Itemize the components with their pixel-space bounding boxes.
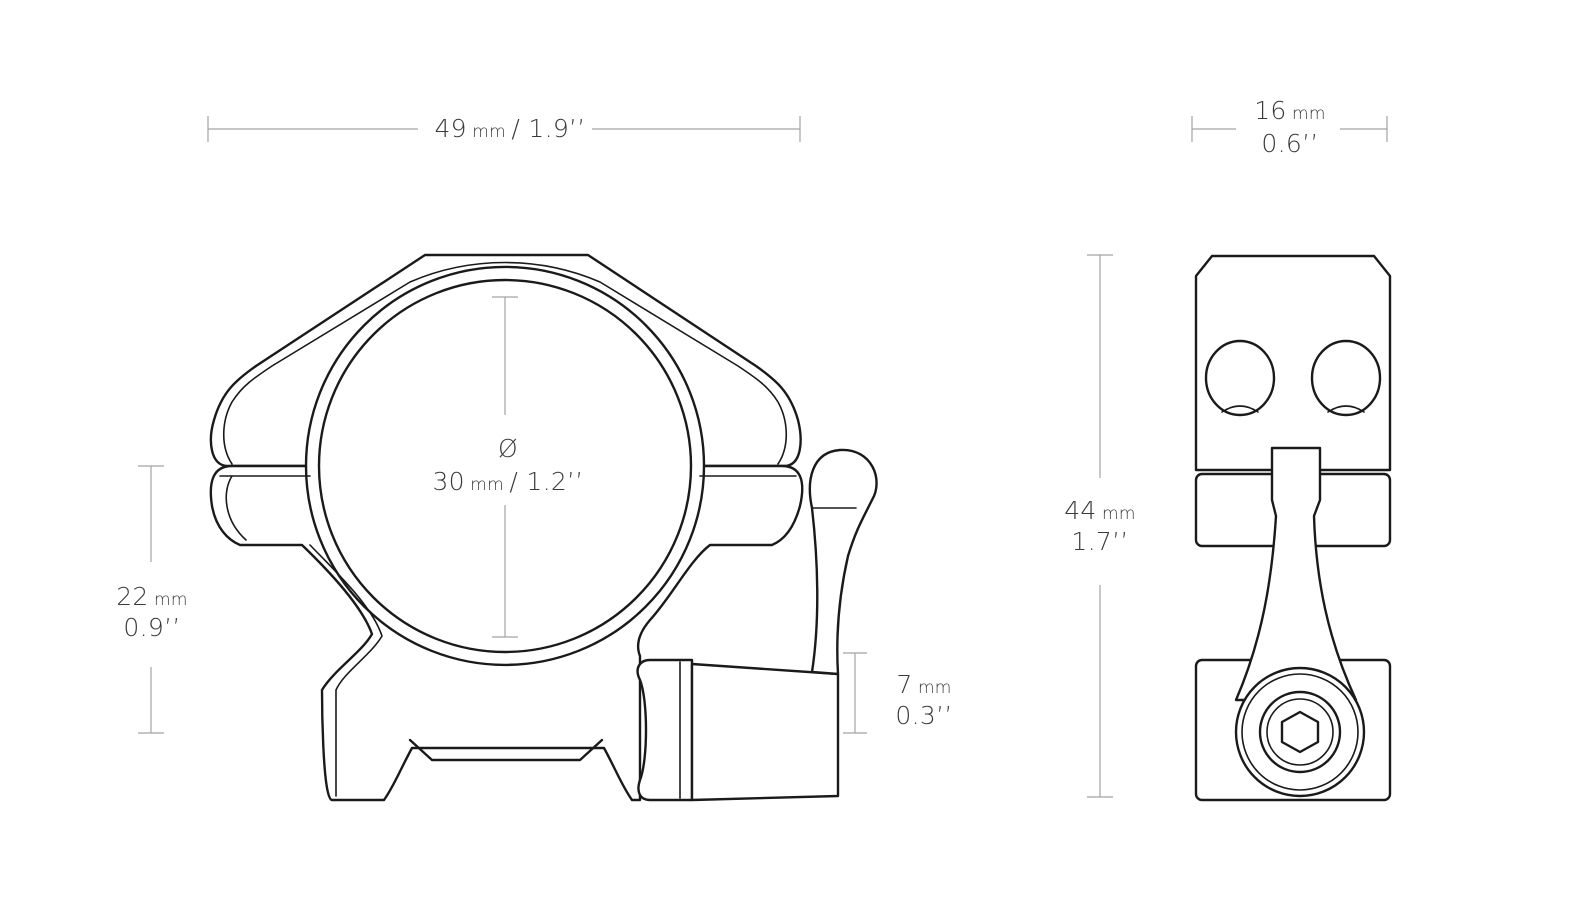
rail-clamp-notch (408, 738, 604, 762)
ring-front-view (209, 253, 878, 802)
side-top-cap (1194, 254, 1392, 472)
ring-top-cap (209, 253, 802, 468)
ring-lower-body (209, 464, 804, 802)
lever-handle (808, 448, 878, 676)
clamp-jaw (636, 658, 694, 802)
diameter-dimension-line (492, 296, 518, 638)
quick-release-lever (690, 662, 840, 802)
total-height-label: 44 mm 1.7’’ (1064, 496, 1136, 556)
hex-socket-icon (1280, 710, 1320, 754)
width-dimension-line (207, 116, 801, 142)
lever-height-dimension-line (843, 652, 867, 734)
scope-tube-bore (317, 278, 693, 654)
lever-height-label: 7 mm 0.3’’ (895, 670, 953, 730)
center-height-label: 22 mm 0.9’’ (116, 582, 188, 642)
total-height-dimension-line (1087, 254, 1113, 798)
width-label: 49 mm / 1.9’’ (434, 114, 586, 143)
depth-label: 16 mm 0.6’’ (1254, 96, 1326, 158)
diameter-label: Ø 30 mm / 1.2’’ (432, 434, 584, 496)
center-height-dimension-line (138, 465, 164, 734)
ring-side-view (1194, 254, 1392, 802)
side-lever-nut (1234, 666, 1366, 798)
cap-screw-holes (1204, 339, 1382, 417)
depth-dimension-line (1191, 116, 1388, 142)
